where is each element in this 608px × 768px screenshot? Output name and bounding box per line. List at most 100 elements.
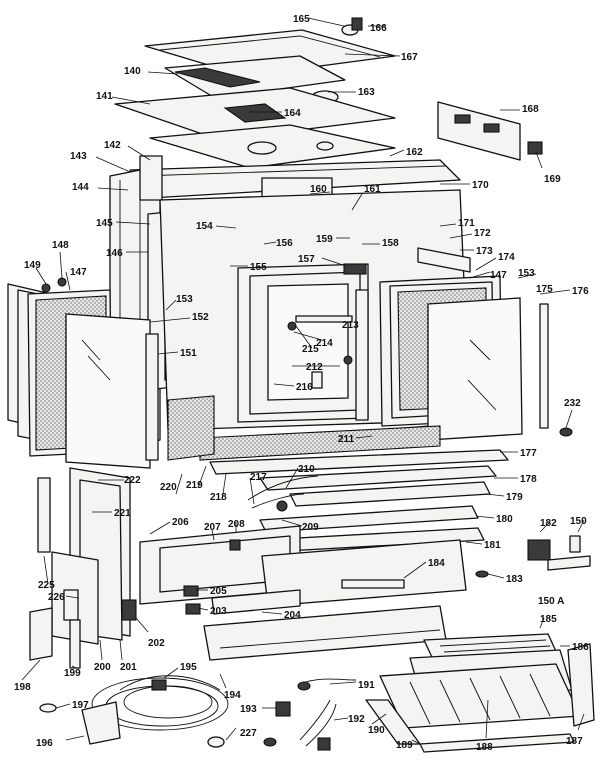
middle-strips — [167, 395, 509, 553]
callout-205: 205 — [210, 586, 227, 597]
callout-189: 189 — [396, 740, 413, 751]
part-175-glass — [427, 297, 523, 441]
callout-163: 163 — [358, 87, 375, 98]
callout-169: 169 — [544, 174, 561, 185]
callout-173: 173 — [476, 246, 493, 257]
callout-190: 190 — [368, 725, 385, 736]
callout-170: 170 — [472, 180, 489, 191]
callout-218: 218 — [210, 492, 227, 503]
part-151-post — [145, 333, 159, 461]
callout-153b: 153 — [176, 294, 193, 305]
callout-193: 193 — [240, 704, 257, 715]
callout-147b: 147 — [490, 270, 507, 281]
callout-219: 219 — [186, 480, 203, 491]
part-142-bracket — [139, 155, 163, 201]
callout-154: 154 — [196, 221, 213, 232]
bottom-assembly — [39, 633, 595, 753]
callout-209: 209 — [302, 522, 319, 533]
callout-176: 176 — [572, 286, 589, 297]
callout-217: 217 — [250, 472, 267, 483]
callout-166: 166 — [370, 23, 387, 34]
callout-195: 195 — [180, 662, 197, 673]
callout-225: 225 — [38, 580, 55, 591]
callout-186: 186 — [572, 642, 589, 653]
callout-194: 194 — [224, 690, 241, 701]
callout-206: 206 — [172, 517, 189, 528]
callout-215: 215 — [302, 344, 319, 355]
callout-182: 182 — [540, 518, 557, 529]
callout-156: 156 — [276, 238, 293, 249]
callout-147: 147 — [70, 267, 87, 278]
callout-181: 181 — [484, 540, 501, 551]
callout-159: 159 — [316, 234, 333, 245]
callout-157: 157 — [298, 254, 315, 265]
callout-213: 213 — [342, 320, 359, 331]
part-194-base — [203, 605, 447, 661]
callout-160: 160 — [310, 184, 327, 195]
callout-220: 220 — [160, 482, 177, 493]
callout-140: 140 — [124, 66, 141, 77]
callout-207: 207 — [204, 522, 221, 533]
callout-204: 204 — [284, 610, 301, 621]
callout-202: 202 — [148, 638, 165, 649]
part-177-strip — [209, 449, 509, 475]
part-213-post — [355, 289, 369, 421]
callout-200: 200 — [94, 662, 111, 673]
callout-221: 221 — [114, 508, 131, 519]
callout-183: 183 — [506, 574, 523, 585]
callout-179: 179 — [506, 492, 523, 503]
callout-167: 167 — [401, 52, 418, 63]
callout-199: 199 — [64, 668, 81, 679]
callout-187: 187 — [566, 736, 583, 747]
callout-164: 164 — [284, 108, 301, 119]
callout-158: 158 — [382, 238, 399, 249]
callout-144: 144 — [72, 182, 89, 193]
callout-222: 222 — [124, 475, 141, 486]
callout-201: 201 — [120, 662, 137, 673]
callout-153: 153 — [518, 268, 535, 279]
part-188-oven-rack — [379, 663, 581, 729]
callout-180: 180 — [496, 514, 513, 525]
callout-152: 152 — [192, 312, 209, 323]
part-140-panel — [164, 55, 346, 99]
part-165-knob — [341, 17, 363, 36]
part-180-strip — [259, 505, 479, 533]
callout-141: 141 — [96, 91, 113, 102]
callout-151: 151 — [180, 348, 197, 359]
callout-155: 155 — [250, 262, 267, 273]
part-168-bracket — [437, 101, 521, 161]
part-152-glass — [65, 313, 151, 469]
callout-171: 171 — [458, 218, 475, 229]
leader-lines — [21, 17, 585, 745]
part-176-rod — [539, 303, 549, 429]
callout-211: 211 — [338, 434, 355, 445]
callout-210: 210 — [298, 464, 315, 475]
right-side-assembly — [379, 247, 573, 441]
callout-216: 216 — [296, 382, 313, 393]
callout-165: 165 — [293, 14, 310, 25]
callout-226: 226 — [48, 592, 65, 603]
callout-162: 162 — [406, 147, 423, 158]
callout-149: 149 — [24, 260, 41, 271]
callout-142: 142 — [104, 140, 121, 151]
part-184-lower-panel — [261, 539, 467, 607]
part-214-bar — [295, 315, 353, 323]
callout-184: 184 — [428, 558, 445, 569]
callout-177: 177 — [520, 448, 537, 459]
callout-174: 174 — [498, 252, 515, 263]
callout-172: 172 — [474, 228, 491, 239]
callout-188: 188 — [476, 742, 493, 753]
callout-143: 143 — [70, 151, 87, 162]
callout-212: 212 — [306, 362, 323, 373]
callout-232: 232 — [564, 398, 581, 409]
callout-161: 161 — [364, 184, 381, 195]
callout-148: 148 — [52, 240, 69, 251]
callout-145: 145 — [96, 218, 113, 229]
callout-178: 178 — [520, 474, 537, 485]
callout-192: 192 — [348, 714, 365, 725]
callout-146: 146 — [106, 248, 123, 259]
callout-198: 198 — [14, 682, 31, 693]
part-196-wire-harness — [81, 675, 229, 745]
callout-labels: 165 166 167 140 163 141 164 168 142 143 … — [14, 14, 589, 753]
